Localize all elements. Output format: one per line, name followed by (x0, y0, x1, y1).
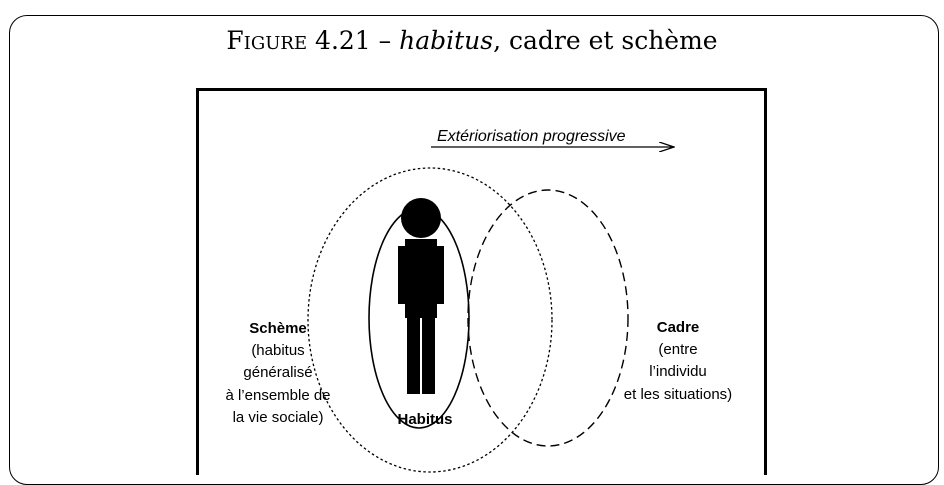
scheme-desc-line: (habitus (251, 342, 304, 359)
cadre-title: Cadre (657, 319, 700, 336)
cadre-desc-line: l’individu (649, 363, 707, 380)
cadre-desc-line: (entre (658, 341, 697, 358)
diagram-frame (196, 88, 767, 475)
figure-caption: Figure 4.21 – habitus, cadre et schème (0, 26, 944, 55)
scheme-desc-line: la vie sociale) (233, 409, 324, 426)
person-icon (398, 198, 444, 394)
caption-separator: – (378, 26, 392, 55)
scheme-desc-line: généralisé (243, 364, 312, 381)
scheme-title: Schème (249, 320, 307, 337)
caption-title-rest: , cadre et schème (493, 26, 718, 55)
scheme-ellipse (307, 167, 553, 473)
scheme-desc-line: à l’ensemble de (225, 387, 330, 404)
cadre-desc-line: et les situations) (624, 386, 732, 403)
habitus-diagram: Extériorisation progressive Schème (habi… (225, 128, 732, 473)
cadre-ellipse (467, 189, 629, 447)
habitus-label: Habitus (397, 411, 452, 428)
caption-title-italic: habitus (399, 26, 494, 55)
figure-number: Figure 4.21 (226, 26, 371, 55)
arrow-label: Extériorisation progressive (437, 128, 626, 145)
